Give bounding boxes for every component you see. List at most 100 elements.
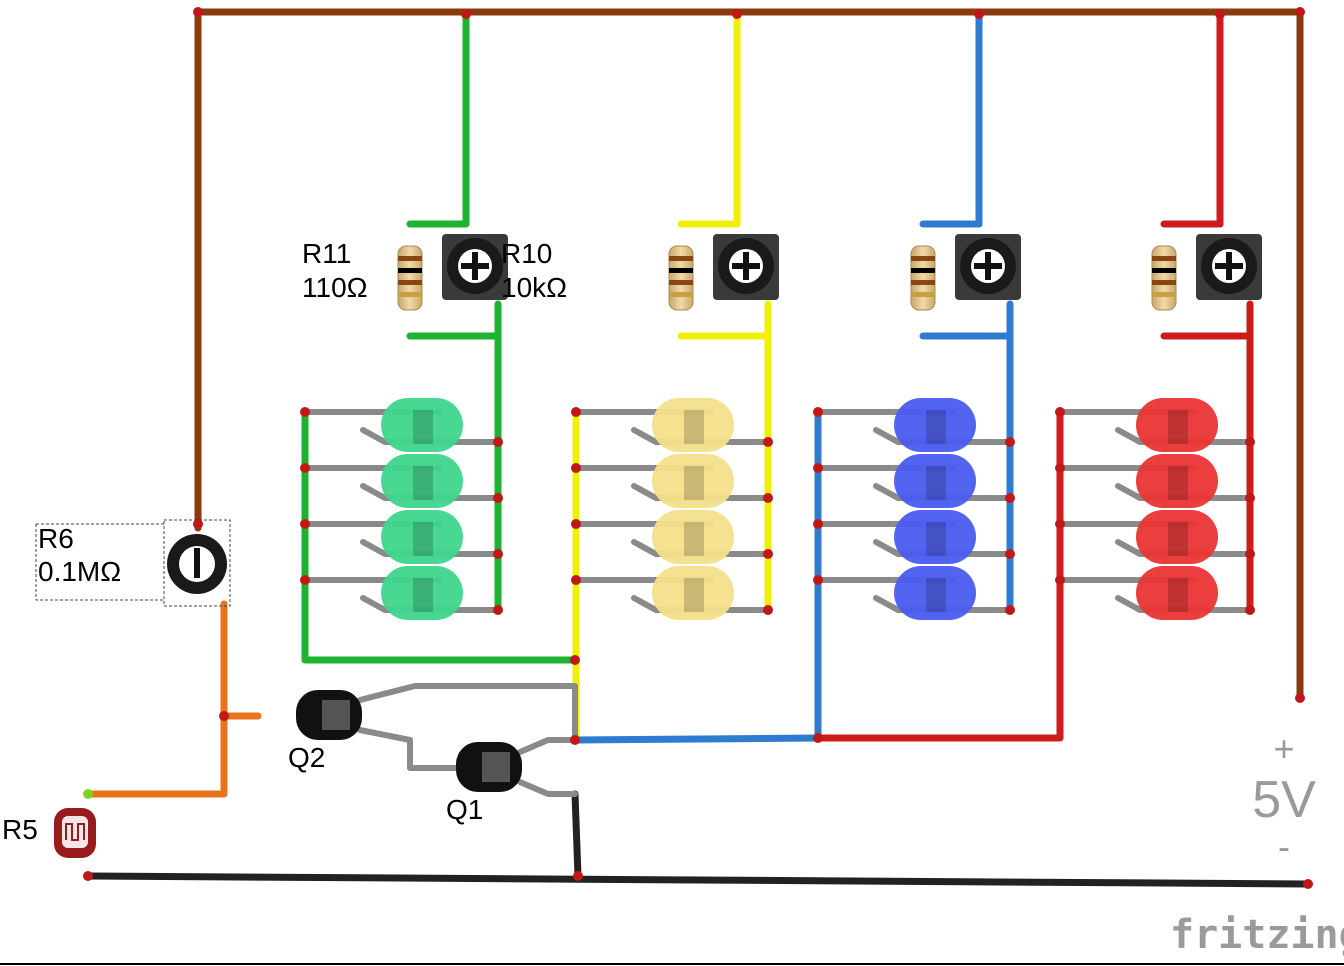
bank-1-led-2-die	[413, 466, 433, 500]
bank-1-led-3-anode-joint	[493, 549, 503, 559]
bank-1-led-3-cathode-joint	[300, 519, 310, 529]
r6-value-label: 0.1MΩ	[38, 556, 122, 587]
q2-emitter-q1-base-link	[357, 727, 463, 771]
bank-4-led-1-cathode-joint	[1055, 407, 1065, 417]
bank-3-led-4-cathode-joint	[813, 575, 823, 585]
r6-top-joint	[193, 519, 203, 529]
q2-name-label: Q2	[288, 742, 326, 773]
bank-1-led-3-body	[381, 510, 463, 564]
bank-3-led-1-anode-leg	[873, 427, 1013, 445]
bank-4-led-4-body	[1136, 566, 1218, 620]
bank-2-resistor-body	[668, 245, 694, 311]
bank-4-bus-joint	[1215, 9, 1225, 19]
bank-2-resistor-band	[669, 280, 693, 285]
joints-layer	[83, 7, 1313, 889]
bottom-border	[0, 963, 1344, 965]
bank-4-resistor-body	[1151, 245, 1177, 311]
bank-3-bus-joint	[974, 9, 984, 19]
bank-3-resistor-band	[911, 280, 935, 285]
bank-1-resistor-band	[398, 292, 422, 297]
bank-4-led-4-die	[1168, 578, 1188, 612]
sensor-node-joint	[219, 711, 229, 721]
bank-4-led-1-anode-leg	[1115, 427, 1253, 445]
bank-1-resistor-band	[398, 256, 422, 261]
bank-2-led-1-anode-joint	[763, 437, 773, 447]
bank-3-led-4-die	[926, 578, 946, 612]
bank-3-led-2-anode-leg	[873, 483, 1013, 501]
bank-3-led-1-body	[894, 398, 976, 452]
bank-3-resistor-band	[911, 256, 935, 261]
bank-1-led-1-anode-joint	[493, 437, 503, 447]
bank-2-led-4-die	[684, 578, 704, 612]
bank-1-led-1-body	[381, 398, 463, 452]
bank-3-led-2-anode-joint	[1005, 493, 1015, 503]
gnd-joint-left	[83, 871, 93, 881]
bank-1-led-2-anode-joint	[493, 493, 503, 503]
bank-3-led-3-anode-leg	[873, 539, 1013, 557]
bank-4-led-2-anode-leg	[1115, 483, 1253, 501]
r11-name-label: R11	[302, 238, 352, 269]
bank-2-led-4-anode-joint	[763, 605, 773, 615]
bank-1-led-4-cathode-joint	[300, 575, 310, 585]
bank-4-trimmer-slot	[1215, 263, 1243, 269]
bank-4-led-1-die	[1168, 410, 1188, 444]
bank-3-resistor-band	[911, 292, 935, 297]
bank-4-resistor-band	[1152, 268, 1176, 273]
r6-trimmer-slot	[194, 548, 200, 578]
bank-2-led-3-body	[652, 510, 734, 564]
bank-2-trimmer-slot	[732, 263, 760, 269]
bank-2-led-1-anode-leg	[631, 427, 771, 445]
bank-3-resistor-body	[910, 245, 936, 311]
bank-1-led-2-body	[381, 454, 463, 508]
bank-4-led-3-anode-joint	[1245, 549, 1255, 559]
bank-4-led-2-cathode-joint	[1055, 463, 1065, 473]
bank-3-led-1-cathode-joint	[813, 407, 823, 417]
q1-emitter-leg	[517, 779, 578, 797]
fritzing-logo: fritzing	[1170, 912, 1344, 958]
bank-2-resistor-band	[669, 292, 693, 297]
bank-4-led-1-anode-joint	[1245, 437, 1255, 447]
r6-name-label: R6	[38, 523, 74, 554]
parts-layer	[35, 234, 1262, 858]
bank-2-bus-joint	[732, 9, 742, 19]
return-joint-yellow	[570, 735, 580, 745]
gnd-bus-wire	[84, 872, 1312, 888]
ldr-top-joint	[83, 789, 93, 799]
bank-4-led-3-anode-leg	[1115, 539, 1253, 557]
bank-1-led-1-anode-leg	[360, 427, 501, 445]
bank-1-trimmer-slot	[461, 263, 489, 269]
bank-2-resistor-band	[669, 268, 693, 273]
bank-3-led-2-body	[894, 454, 976, 508]
bank-1-led-3-anode-leg	[360, 539, 501, 557]
bank-1-resistor-body	[397, 245, 423, 311]
bank-4-led-4-anode-leg	[1115, 595, 1253, 613]
r10-value-label: 10kΩ	[501, 272, 568, 303]
r10-name-label: R10	[501, 238, 553, 269]
power-minus-label: -	[1278, 826, 1290, 867]
bank-3-led-2-die	[926, 466, 946, 500]
bank-3-trimmer-slot	[974, 263, 1002, 269]
bank-2-led-4-body	[652, 566, 734, 620]
bank-4-led-1-body	[1136, 398, 1218, 452]
bank-1-led-1-die	[413, 410, 433, 444]
r5-name-label: R5	[2, 814, 38, 845]
bank-2-led-3-anode-leg	[631, 539, 771, 557]
blue-cathode-return-wire	[571, 734, 822, 744]
bank-2-led-2-body	[652, 454, 734, 508]
bank-2-led-4-anode-leg	[631, 595, 771, 613]
bank-4-led-3-body	[1136, 510, 1218, 564]
bank-3-led-3-body	[894, 510, 976, 564]
bank-4-led-2-body	[1136, 454, 1218, 508]
bank-2-led-2-cathode-joint	[571, 463, 581, 473]
q1-emitter-gnd-wire	[571, 790, 582, 880]
bank-3-led-4-body	[894, 566, 976, 620]
bank-1-bus-joint	[461, 9, 471, 19]
r5-ldr-track-icon	[65, 823, 85, 841]
bank-4-led-2-die	[1168, 466, 1188, 500]
bank-3-led-1-anode-joint	[1005, 437, 1015, 447]
r6-label-box	[35, 523, 165, 601]
bank-3-led-1-die	[926, 410, 946, 444]
bank-4-led-4-anode-joint	[1245, 605, 1255, 615]
power-voltage-label: 5V	[1252, 771, 1316, 829]
